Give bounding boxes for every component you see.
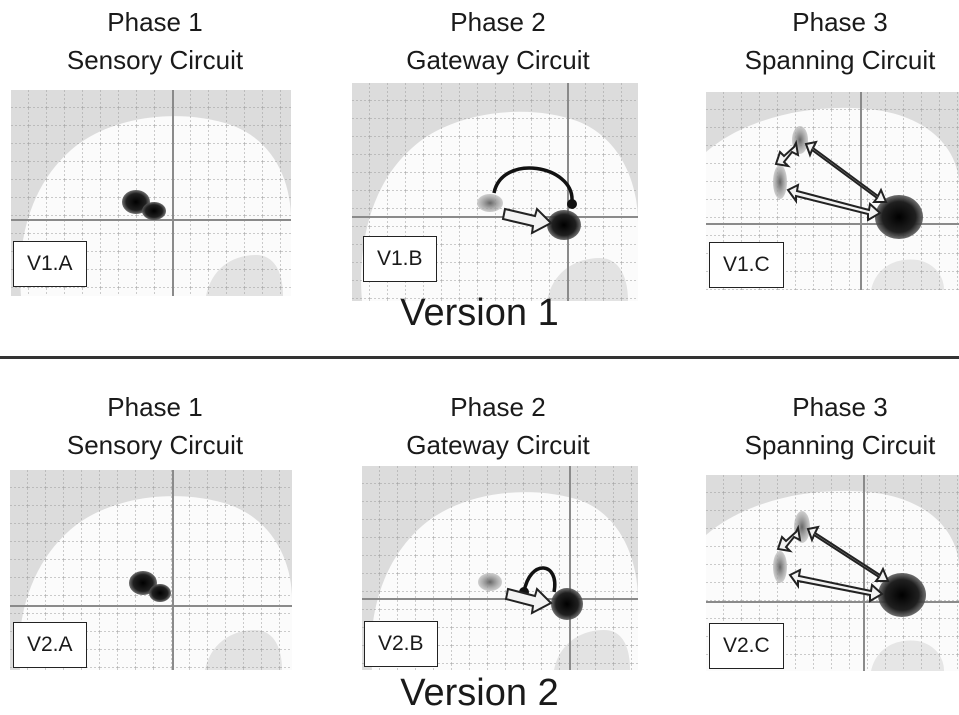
v2-gateway-sensory-blob: [478, 573, 502, 591]
v1-spanning-lower-blob: [773, 165, 787, 199]
v2-phase1-heading: Phase 1 Sensory Circuit: [30, 388, 280, 464]
v2-sensory-brain-panel: V2.A: [10, 470, 292, 670]
version1-title: Version 1: [400, 292, 559, 334]
v2-phase1-circuit: Sensory Circuit: [66, 430, 244, 460]
v1-phase2-label: Phase 2: [450, 7, 546, 37]
v2-b-tag: V2.B: [364, 621, 438, 667]
v1-phase1-circuit: Sensory Circuit: [66, 45, 244, 75]
v2-phase2-heading: Phase 2 Gateway Circuit: [373, 388, 623, 464]
v2-phase2-label: Phase 2: [450, 392, 546, 422]
v1-c-tag: V1.C: [709, 242, 784, 288]
v2-c-tag: V2.C: [709, 623, 784, 669]
v2-phase3-label: Phase 3: [792, 392, 888, 422]
v2-a-tag: V2.A: [13, 622, 87, 668]
v1-b-tag: V1.B: [363, 236, 437, 282]
version-divider: [0, 356, 959, 359]
v1-a-tag: V1.A: [13, 241, 87, 287]
v2-gateway-arrow: [504, 587, 553, 615]
v1-gateway-brain-panel: V1.B: [352, 83, 638, 301]
v2-spanning-lower-blob: [773, 551, 787, 583]
v2-spanning-brain-panel: V2.C: [706, 475, 959, 671]
v2-gateway-inhibitory-curve: [522, 566, 557, 593]
v1-gateway-sensory-blob: [477, 194, 503, 212]
v1-phase3-label: Phase 3: [792, 7, 888, 37]
v1-spanning-brain-panel: V1.C: [706, 92, 959, 290]
version2-title: Version 2: [400, 672, 559, 714]
v1-phase3-circuit: Spanning Circuit: [744, 45, 936, 75]
v2-sensory-activation-blob: [129, 571, 171, 602]
v2-gateway-target-blob: [551, 588, 583, 620]
v1-gateway-target-blob: [547, 210, 581, 240]
v2-phase2-circuit: Gateway Circuit: [406, 430, 590, 460]
v1-sensory-brain-panel: V1.A: [11, 90, 291, 296]
v2-phase3-circuit: Spanning Circuit: [744, 430, 936, 460]
v2-phase3-heading: Phase 3 Spanning Circuit: [715, 388, 959, 464]
v2-phase1-label: Phase 1: [107, 392, 203, 422]
v1-sensory-activation-blob: [122, 190, 166, 220]
v1-gateway-inhibitory-curve: [492, 166, 574, 202]
v1-gateway-arrow: [501, 207, 553, 235]
v2-spanning-main-blob: [878, 573, 926, 617]
v1-phase2-circuit: Gateway Circuit: [406, 45, 590, 75]
v1-phase1-label: Phase 1: [107, 7, 203, 37]
v1-phase1-heading: Phase 1 Sensory Circuit: [30, 3, 280, 79]
v1-spanning-main-blob: [875, 195, 923, 239]
v1-phase3-heading: Phase 3 Spanning Circuit: [715, 3, 959, 79]
v1-phase2-heading: Phase 2 Gateway Circuit: [373, 3, 623, 79]
v2-gateway-brain-panel: V2.B: [362, 466, 638, 670]
